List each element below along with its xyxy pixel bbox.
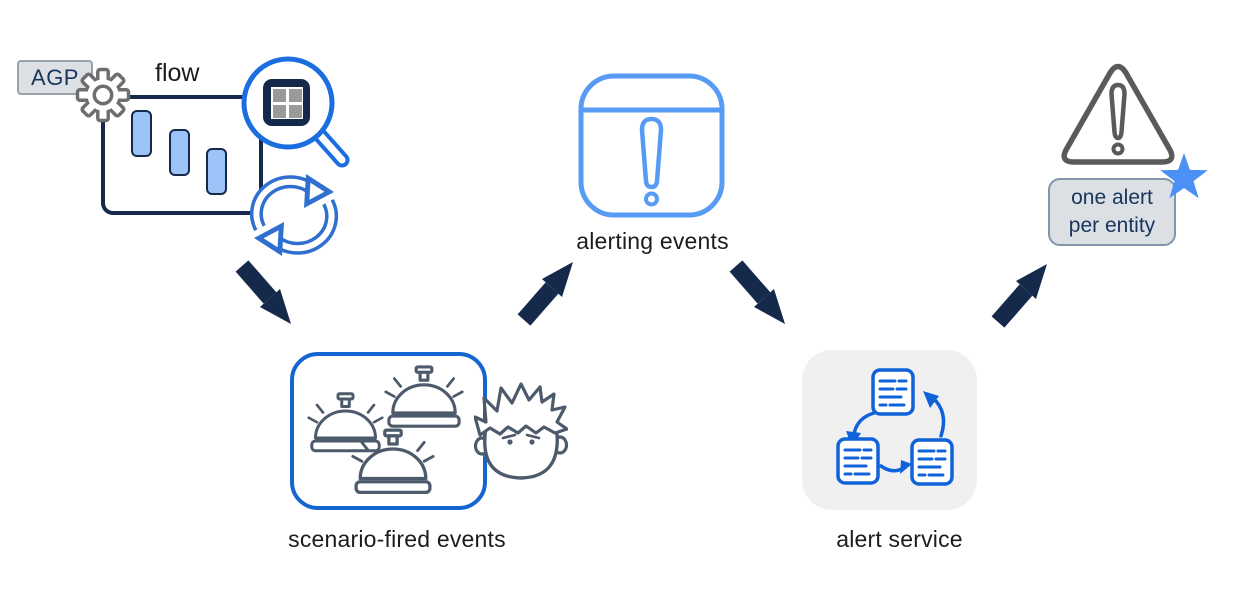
arrow-down-right-icon (729, 260, 785, 324)
service-bell-icon (384, 365, 464, 428)
scenario-events-box (290, 352, 487, 510)
bells-group (307, 365, 464, 495)
bar-chart-bar (206, 148, 227, 195)
document-cycle-icon (836, 368, 954, 486)
alerting-events-caption: alerting events (576, 228, 729, 254)
bar-chart-bar (131, 110, 152, 157)
magnifier-grid-icon (241, 56, 350, 168)
flow-chart-box (101, 95, 263, 215)
document-icon (871, 368, 915, 416)
service-bell-icon (307, 392, 384, 453)
arrow-up-right-icon (517, 262, 573, 326)
document-icon (910, 438, 954, 486)
warning-triangle-icon (1061, 63, 1175, 165)
result-note-line1: one alert (1071, 186, 1153, 209)
hair (474, 382, 568, 437)
alert-service-caption: alert service (836, 526, 963, 552)
document-icon (836, 437, 880, 485)
flow-title: flow (155, 59, 200, 87)
agp-tag-label: AGP (31, 64, 79, 90)
person-face-icon (474, 382, 568, 480)
star-icon (1160, 153, 1208, 199)
bar-chart-bar (169, 129, 190, 176)
sync-arrow (254, 198, 339, 256)
alert-service-box (802, 350, 977, 510)
result-note-line2: per entity (1068, 214, 1156, 237)
exclamation-window-icon (578, 73, 725, 218)
grid-glyph (263, 79, 310, 126)
scenario-events-caption: scenario-fired events (288, 526, 506, 552)
one-alert-per-entity-note: one alert per entity (1048, 178, 1176, 246)
arrow-up-right-icon (991, 264, 1047, 328)
sync-icon (249, 174, 339, 256)
gear-icon (75, 67, 131, 123)
sync-arrow (249, 174, 334, 232)
arrow-down-right-icon (235, 260, 291, 324)
agp-tag: AGP (17, 60, 93, 95)
